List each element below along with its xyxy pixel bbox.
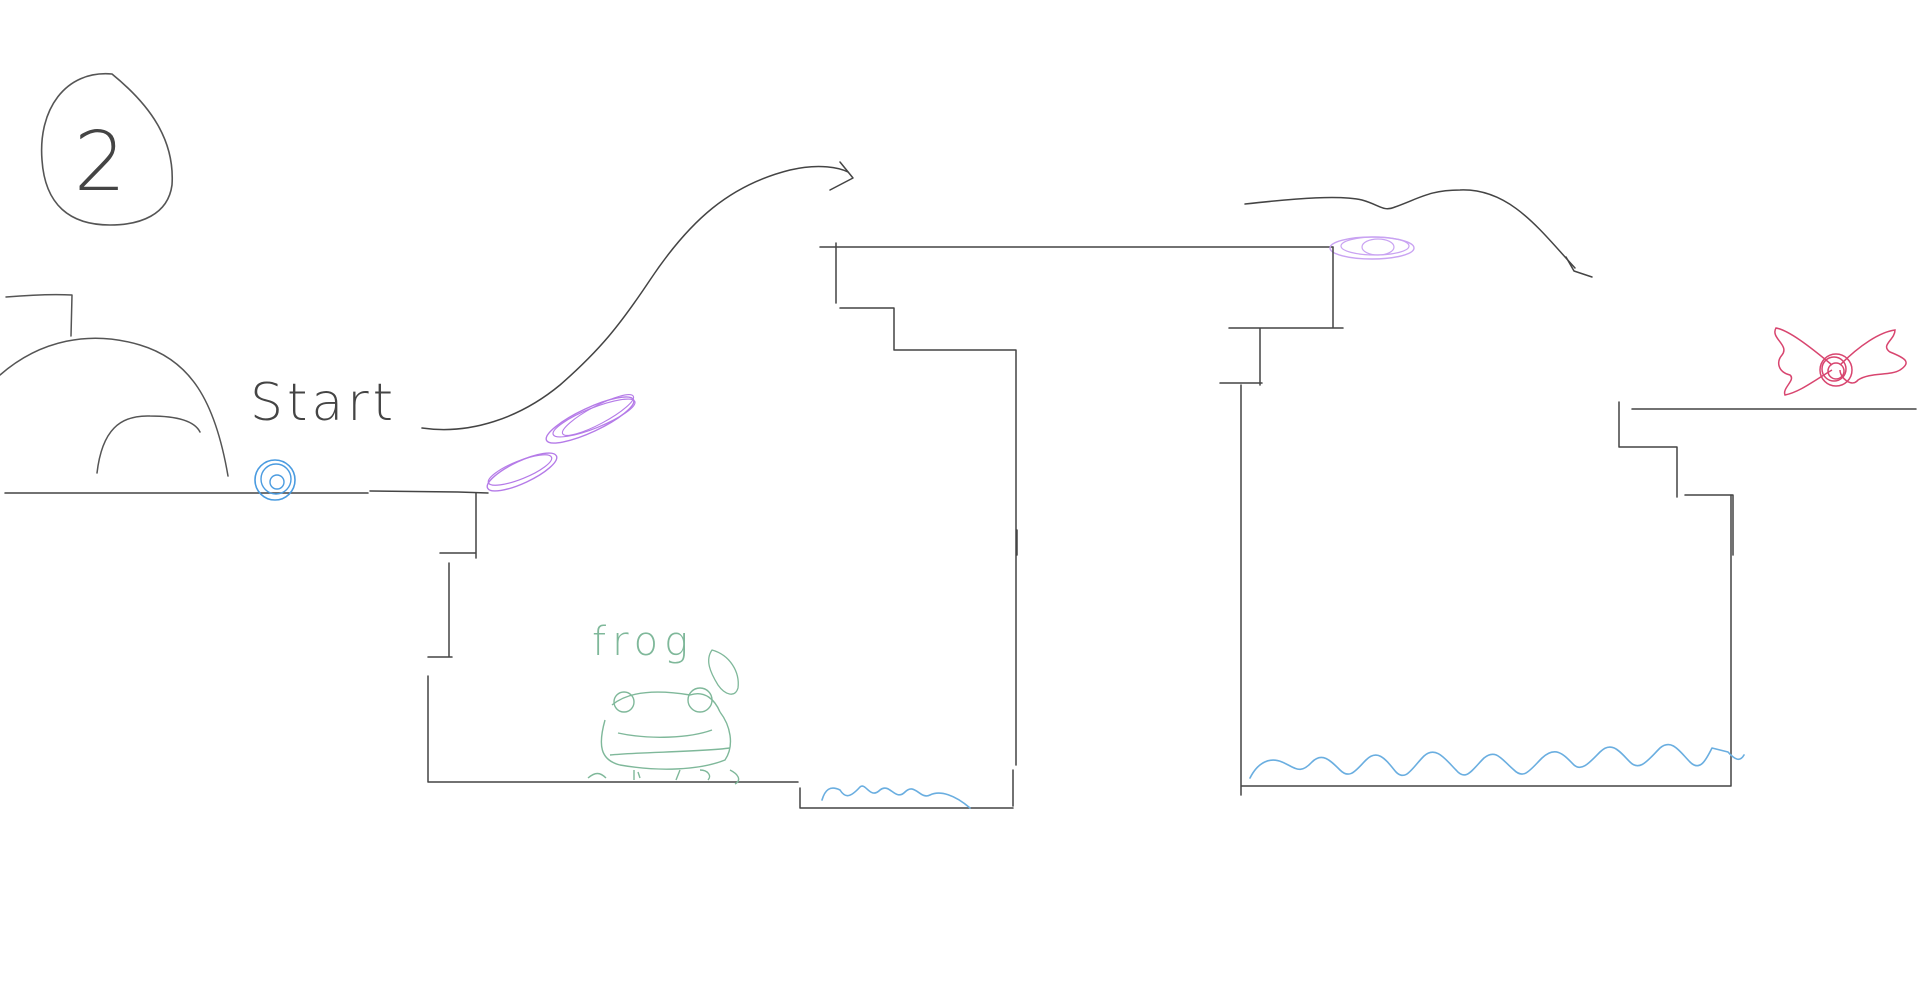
pink-bow-icon [1774,327,1907,396]
left-pit-walls [427,492,1014,809]
frog-label-bubble [708,649,739,695]
goal-step-walls [1618,401,1917,556]
middle-block-walls [819,242,1334,766]
water-left [821,785,971,809]
level-number-circle [40,73,173,226]
water-right [1249,743,1745,779]
frog-icon [587,687,740,785]
start-label: Start [250,373,397,433]
jump-path-arrow-1 [421,161,854,431]
player-ball-icon [254,459,296,501]
floating-platform-markers-1 [486,394,636,492]
level-number-badge: 2 [40,73,173,226]
jump-path-arrow-2 [1244,189,1593,278]
frog-label: frog [592,619,694,665]
floating-platform-marker-2 [1329,236,1415,260]
cave-mound-icon [0,293,229,477]
ground-line [4,490,489,494]
level-number-text: 2 [74,115,126,210]
right-pit-walls [1219,246,1732,796]
